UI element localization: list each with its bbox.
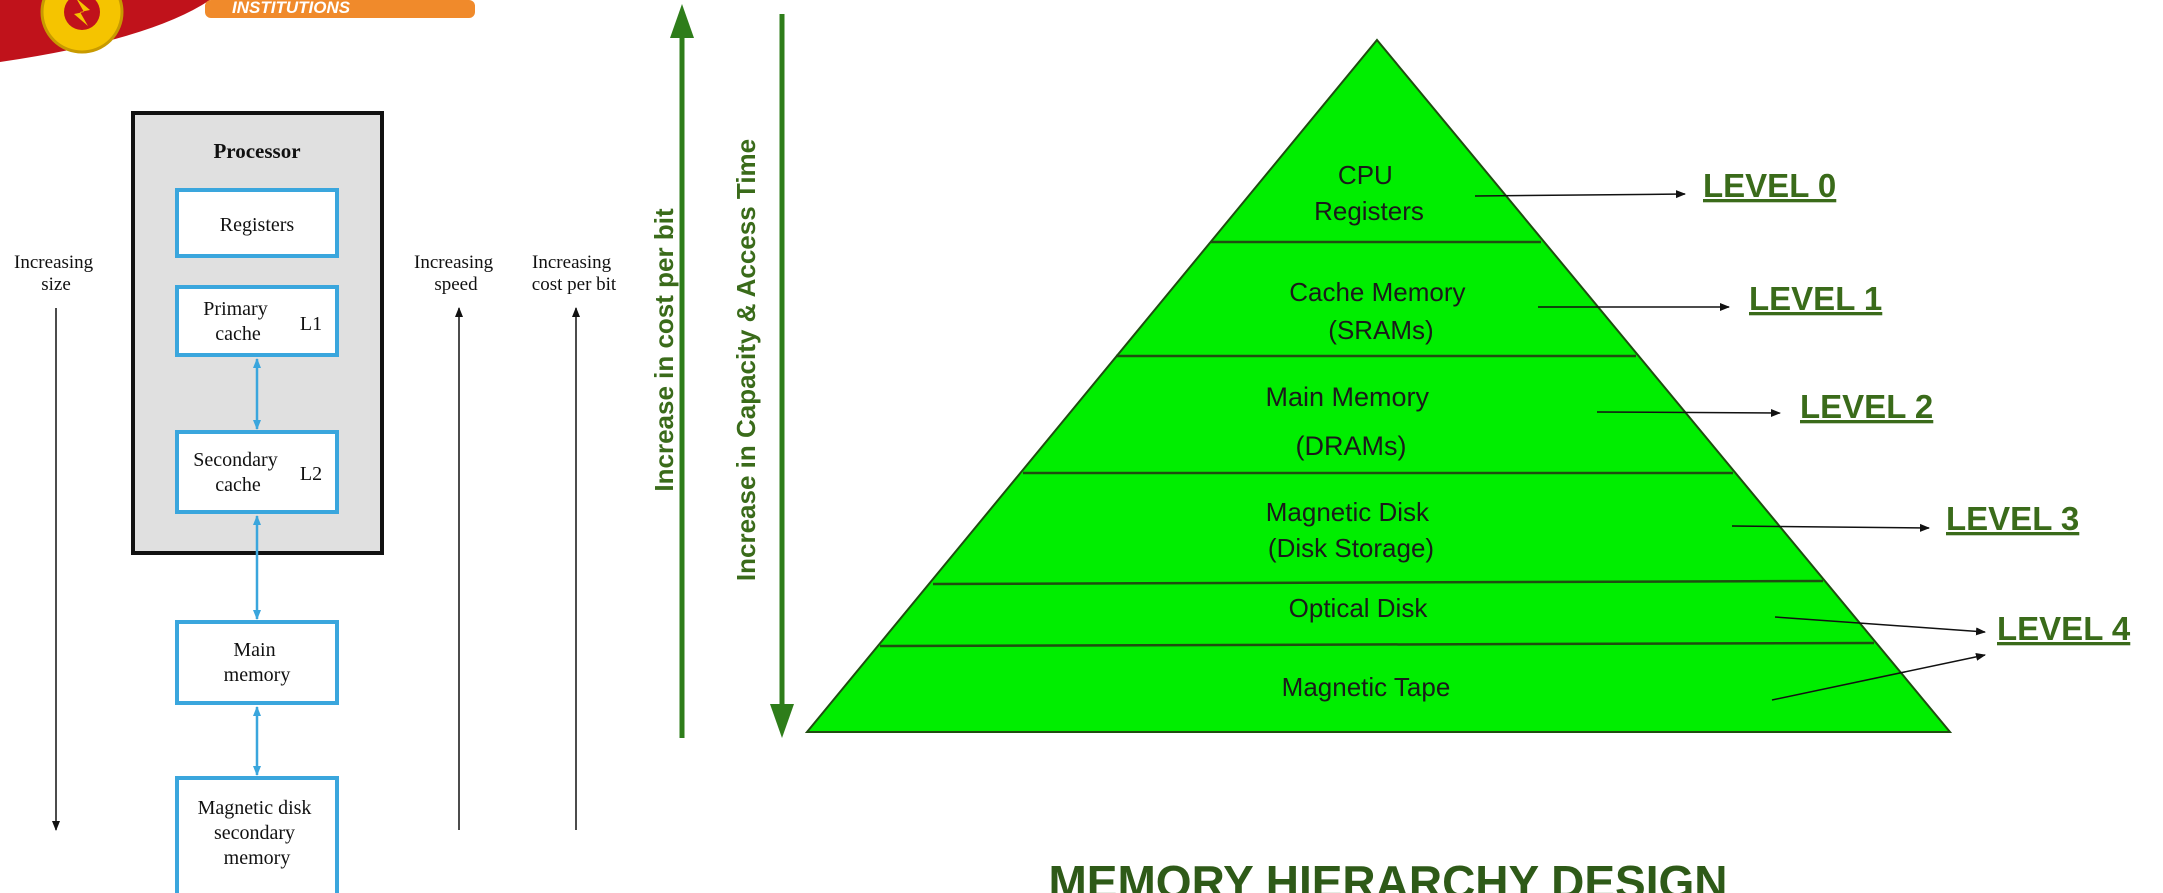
capacity-vertical-label: Increase in Capacity & Access Time	[731, 139, 761, 581]
level-2-label: LEVEL 2	[1800, 388, 1933, 425]
logo-text: INSTITUTIONS	[232, 0, 351, 17]
secondary-cache-box	[175, 430, 339, 514]
layer-optical-disk: Optical Disk	[1289, 593, 1429, 623]
logo: INSTITUTIONS	[0, 0, 475, 62]
level-0-label: LEVEL 0	[1703, 167, 1836, 204]
layer-cache-memory: Cache Memory (SRAMs)	[1289, 277, 1473, 345]
pyramid: CPU Registers Cache Memory (SRAMs) Main …	[804, 38, 2131, 733]
registers-box	[175, 188, 339, 258]
increasing-speed-label: Increasing speed	[414, 252, 498, 295]
pyramid-shape	[804, 38, 1953, 733]
layer-magnetic-tape: Magnetic Tape	[1282, 672, 1451, 702]
level-4-label: LEVEL 4	[1997, 610, 2131, 647]
layer-magnetic-disk: Magnetic Disk (Disk Storage)	[1266, 497, 1437, 563]
primary-cache-box	[175, 285, 339, 357]
vertical-arrows: Increase in cost per bit Increase in Cap…	[649, 4, 794, 738]
level-0-pointer	[1474, 190, 1686, 199]
logo-banner	[205, 0, 475, 18]
layer-main-memory: Main Memory (DRAMs)	[1265, 382, 1436, 461]
magnetic-disk-label: Magnetic disk secondary memory	[198, 797, 317, 869]
level-3-label: LEVEL 3	[1946, 500, 2079, 537]
increasing-cost-label: Increasing cost per bit	[532, 252, 617, 295]
secondary-cache-label: Secondary cache	[193, 449, 282, 496]
main-memory-label: Main memory	[224, 639, 291, 686]
main-memory-box	[175, 620, 339, 705]
primary-cache-level: L1	[300, 313, 322, 335]
cost-up-arrowhead	[670, 4, 694, 38]
processor-title: Processor	[213, 139, 300, 163]
level-1-label: LEVEL 1	[1749, 280, 1882, 317]
increasing-size-label: Increasing size	[14, 252, 98, 295]
cost-vertical-label: Increase in cost per bit	[649, 208, 679, 492]
layer-cpu-registers: CPU Registers	[1314, 160, 1424, 226]
level-4-pointer	[1771, 652, 1986, 701]
registers-label: Registers	[220, 214, 295, 236]
secondary-cache-level: L2	[300, 463, 322, 485]
level-3-pointer	[1731, 523, 1930, 532]
pyramid-divider	[879, 641, 1875, 648]
pyramid-divider	[932, 579, 1824, 586]
gear-icon	[40, 0, 124, 54]
level-4-pointer	[1774, 616, 1986, 636]
diagram-caption: MEMORY HIERARCHY DESIGN	[1048, 856, 1727, 893]
capacity-down-arrowhead	[770, 704, 794, 738]
magnetic-disk-box	[175, 776, 339, 893]
primary-cache-label: Primary cache	[203, 298, 272, 345]
level-2-pointer	[1596, 408, 1781, 417]
classic-hierarchy: Increasing size Processor Registers Prim…	[14, 111, 617, 893]
